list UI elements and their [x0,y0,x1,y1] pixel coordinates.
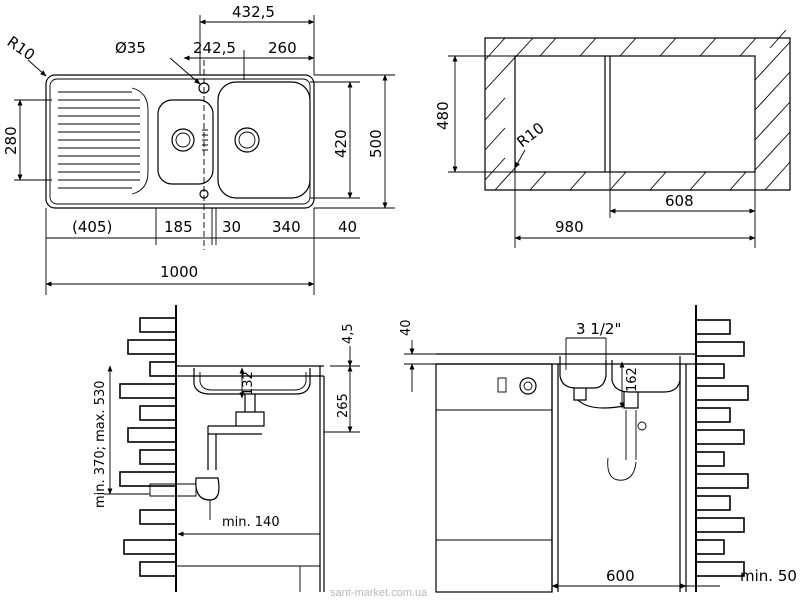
brick-wall-left [119,317,177,577]
dim-section-depth: 132 [241,371,256,396]
dim-bowl-depth: 265 [336,393,351,418]
dim-drain-depth: 162 [625,367,640,392]
dim-top-right: 260 [268,39,297,57]
side-section-left: min. 370; max. 530 132 4,5 265 min. 140 [93,305,360,592]
dim-drainer-width: (405) [72,218,112,236]
drain-pipe-left [207,394,265,470]
dim-wall-gap: min. 50 [740,567,797,585]
dishwasher [435,363,553,593]
small-bowl [157,99,214,185]
dim-gap: 30 [222,218,241,236]
dim-cabinet-width: 980 [555,218,584,236]
dim-cutout-width: 608 [665,192,694,210]
drainer-ribs [58,87,149,195]
dim-total-height: 500 [367,129,385,158]
dim-cabinet: 600 [606,567,635,585]
worktop-hatch [484,37,791,191]
label-strainer: 3 1/2" [576,320,621,338]
dim-top-overall: 432,5 [232,3,275,21]
dim-bowl-height: 420 [332,129,350,158]
dim-cutout-height: 480 [434,101,452,130]
dim-trap-offset: min. 140 [222,515,280,530]
dim-top-offset: 40 [399,319,414,336]
sink-section-left [193,368,311,395]
sink-outline [45,74,315,209]
front-section-right: 40 3 1/2" 162 600 min. 50 [399,305,797,593]
dim-drain-height: min. 370; max. 530 [93,380,108,508]
dim-large-bowl-width: 340 [272,218,301,236]
dim-small-bowl-width: 185 [164,218,193,236]
dim-hole-diameter: Ø35 [115,39,146,57]
cutout-view: 480 R10 608 980 [434,29,791,248]
dim-left-height: 280 [2,126,20,155]
large-bowl-drain [234,127,260,153]
large-bowl [217,81,311,199]
sink-section-right [559,356,681,393]
dim-corner-radius: R10 [4,33,39,65]
watermark: sant-market.com.ua [330,587,428,599]
dim-total-width: 1000 [160,263,198,281]
dim-top-center: 242,5 [193,39,236,57]
dim-edge: 40 [338,218,357,236]
small-bowl-drain [171,128,195,152]
dim-cutout-radius: R10 [513,119,547,151]
brick-wall-right [695,319,749,577]
dim-rim: 4,5 [341,323,356,344]
sink-plan-view: 432,5 242,5 260 Ø35 R10 280 420 500 (405… [2,3,395,295]
